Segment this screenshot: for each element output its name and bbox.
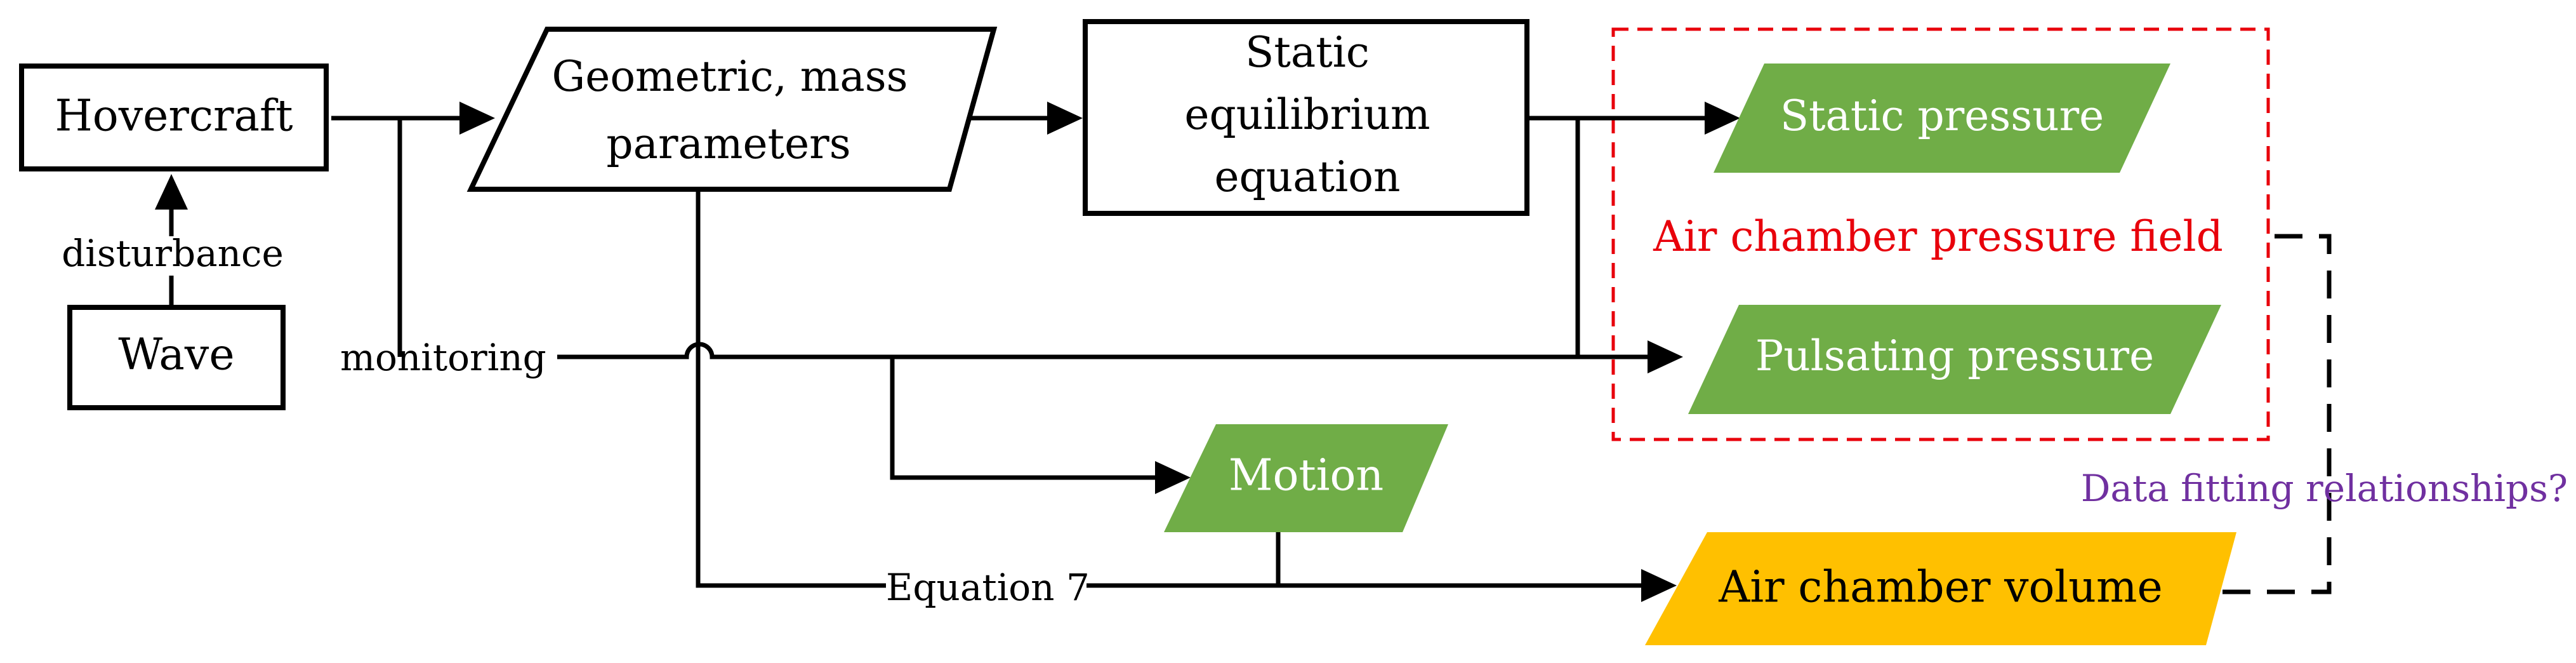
pulsating-pressure-label: Pulsating pressure bbox=[1755, 332, 2154, 380]
pulsating-pressure-node: Pulsating pressure bbox=[1688, 305, 2221, 414]
static-pressure-label: Static pressure bbox=[1780, 91, 2104, 140]
wave-node: Wave bbox=[67, 305, 286, 410]
motion-label: Motion bbox=[1229, 451, 1384, 501]
data-fitting-label: Data fitting relationships? bbox=[2081, 467, 2568, 510]
arrowhead-to-pulsating bbox=[1648, 340, 1683, 373]
static-eq-label-line1: Static bbox=[1245, 28, 1370, 77]
arrowhead-to-static-eq bbox=[1047, 102, 1083, 135]
arrowhead-to-volume bbox=[1641, 569, 1677, 602]
hovercraft-label: Hovercraft bbox=[55, 91, 293, 142]
connector-data-fitting bbox=[2206, 234, 2332, 594]
geometric-parameters-node: Geometric, mass parameters bbox=[466, 27, 998, 192]
arrowhead-to-static-pressure bbox=[1705, 102, 1740, 135]
static-pressure-node: Static pressure bbox=[1714, 64, 2170, 173]
disturbance-label: disturbance bbox=[62, 232, 284, 275]
air-chamber-volume-node: Air chamber volume bbox=[1645, 532, 2236, 645]
disturbance-label-bg bbox=[62, 236, 284, 276]
static-eq-label-line3: equation bbox=[1214, 152, 1400, 201]
geometric-label-line2: parameters bbox=[606, 119, 850, 168]
hovercraft-node: Hovercraft bbox=[19, 64, 329, 171]
arrowhead-to-hovercraft bbox=[155, 174, 188, 210]
static-equilibrium-node: Static equilibrium equation bbox=[1083, 19, 1529, 216]
pressure-field-group bbox=[1611, 27, 2270, 441]
motion-node: Motion bbox=[1164, 424, 1448, 532]
equation-7-label: Equation 7 bbox=[886, 566, 1090, 609]
connector-monitoring-to-pulsating bbox=[557, 342, 1650, 359]
arrowhead-to-geometric bbox=[459, 102, 495, 135]
geometric-label-line1: Geometric, mass bbox=[552, 52, 908, 101]
arrowhead-to-motion bbox=[1155, 461, 1191, 494]
static-eq-label-line2: equilibrium bbox=[1184, 90, 1430, 139]
connector-to-motion bbox=[890, 357, 1158, 480]
wave-label: Wave bbox=[118, 330, 234, 380]
air-chamber-volume-label: Air chamber volume bbox=[1718, 563, 2162, 613]
connector-geometric-down bbox=[696, 192, 886, 588]
monitoring-label: monitoring bbox=[340, 336, 546, 379]
pressure-field-label: Air chamber pressure field bbox=[1653, 212, 2223, 261]
